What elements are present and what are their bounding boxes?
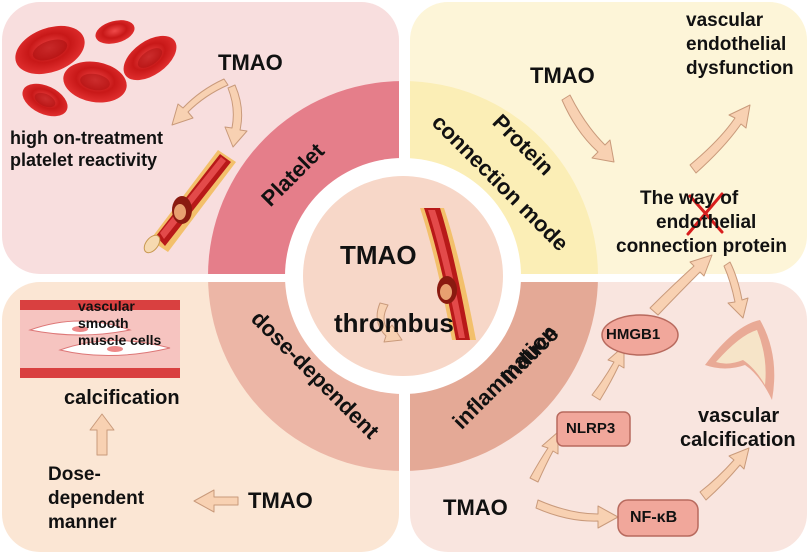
inflam-tmao-label: TMAO xyxy=(443,495,508,520)
arrow-protein-2 xyxy=(689,104,751,174)
dose-line-3: manner xyxy=(48,512,117,533)
platelet-tmao-label: TMAO xyxy=(218,50,283,75)
center-disc xyxy=(303,176,503,376)
dysfunction-line-3: dysfunction xyxy=(686,58,794,79)
reactivity-line-1: high on-treatment xyxy=(10,128,163,148)
hmgb1-label: HMGB1 xyxy=(606,326,661,343)
arrow-nfkb-to-calc xyxy=(699,447,750,501)
red-blood-cells-icon xyxy=(15,20,177,117)
dose-line-1: Dose- xyxy=(48,464,101,485)
vessel-thrombus-icon xyxy=(143,150,236,254)
arrow-hmgb1-to-way xyxy=(649,254,713,316)
nlrp3-box xyxy=(556,411,631,447)
arrow-way-to-calc xyxy=(723,261,749,319)
cells-line-2: smooth xyxy=(78,315,129,331)
arrow-center-to-thrombus xyxy=(376,302,403,343)
arrow-tmao-to-nfkb xyxy=(535,499,619,529)
curved-vessel-icon xyxy=(705,320,775,400)
center-thrombus-label: thrombus xyxy=(334,308,454,338)
dysfunction-line-2: endothelial xyxy=(686,34,787,55)
vascular-calc-line-1: vascular xyxy=(698,405,780,427)
cross-icon xyxy=(686,192,724,236)
center-tmao-label: TMAO xyxy=(340,240,417,270)
arrow-nlrp3-to-hmgb1 xyxy=(591,345,625,401)
way-line-1: The way of xyxy=(640,188,739,209)
nfkb-label: NF-κB xyxy=(630,509,678,526)
reactivity-line-2: platelet reactivity xyxy=(10,150,158,170)
nfkb-box xyxy=(617,499,699,537)
smooth-muscle-cells-icon xyxy=(20,300,180,378)
cells-line-1: vascular xyxy=(78,298,135,314)
vascular-calc-line-2: calcification xyxy=(680,429,796,451)
nlrp3-label: NLRP3 xyxy=(566,420,616,437)
arrow-group xyxy=(89,78,751,529)
arrow-platelet-down xyxy=(224,84,248,148)
dysfunction-line-1: vascular xyxy=(686,10,764,31)
dose-tmao-label: TMAO xyxy=(248,488,313,513)
arrow-protein-1 xyxy=(561,94,615,163)
way-line-3: connection protein xyxy=(616,236,787,257)
calcification-label: calcification xyxy=(64,387,180,409)
dose-line-2: dependent xyxy=(48,488,145,509)
cells-line-3: muscle cells xyxy=(78,332,162,348)
center-vessel-icon xyxy=(420,208,476,340)
protein-tmao-label: TMAO xyxy=(530,63,595,88)
arrow-platelet-left xyxy=(171,78,229,126)
arrow-tmao-to-dose xyxy=(193,489,239,513)
arrow-dose-up xyxy=(89,413,115,456)
way-line-2: endothelial xyxy=(656,212,757,233)
hmgb1-box xyxy=(601,314,679,356)
